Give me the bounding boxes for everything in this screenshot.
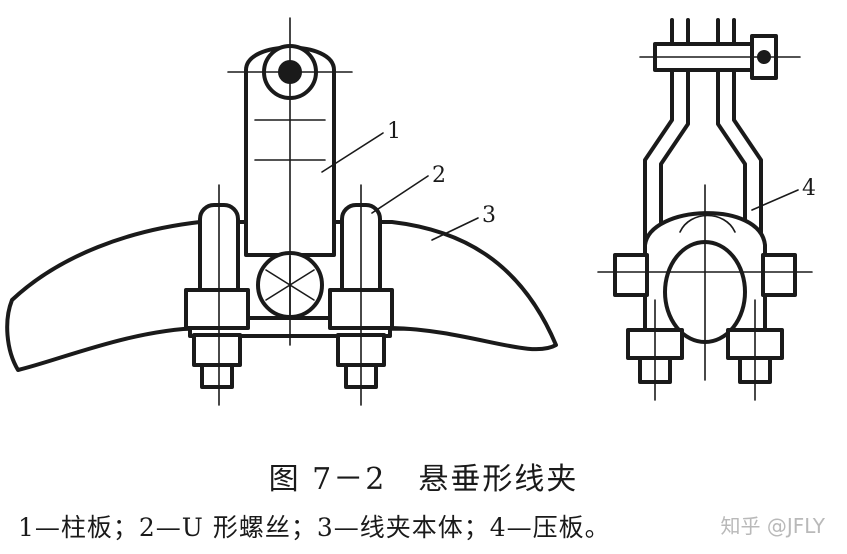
figure-caption-legend: 1—柱板；2—U 形螺丝；3—线夹本体；4—压板。 (18, 513, 611, 542)
front-view: 1 2 3 (5, 17, 558, 406)
part-label-3: 3 (482, 203, 496, 228)
part-label-4: 4 (802, 176, 816, 201)
figure-caption-title: 图 7－2 悬垂形线夹 (268, 462, 579, 497)
watermark: 知乎 @JFLY (720, 514, 825, 538)
part-label-1: 1 (387, 119, 401, 144)
part-label-2: 2 (432, 163, 446, 188)
side-view: 4 (597, 18, 816, 401)
